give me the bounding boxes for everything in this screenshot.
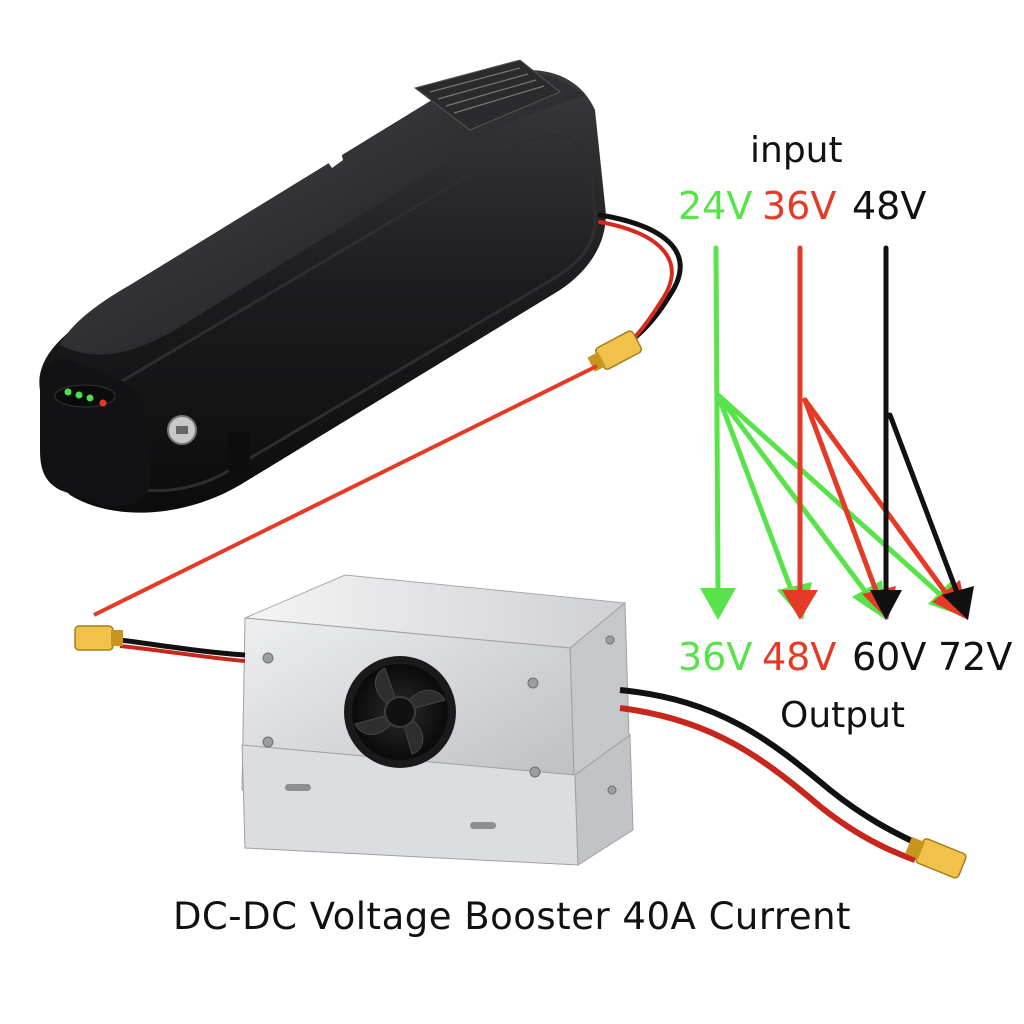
battery-label-lines-icon	[429, 67, 545, 114]
brand-logo-icon	[325, 148, 343, 168]
booster-output-xt-connector[interactable]	[904, 833, 968, 879]
booster-output-cable	[619, 687, 922, 863]
input-voltage-24v: 24V	[678, 184, 753, 228]
output-voltage-36v: 36V	[678, 635, 753, 679]
battery-output-cable	[597, 212, 683, 352]
battery-key-lock-icon	[167, 415, 197, 445]
output-voltage-48v: 48V	[762, 635, 837, 679]
input-voltage-36v: 36V	[762, 184, 837, 228]
output-voltage-72v: 72V	[938, 635, 1013, 679]
arrows-from-36v	[782, 245, 968, 620]
battery-mount-clip	[228, 432, 250, 472]
cooling-fan-icon	[344, 656, 456, 768]
booster-input-xt-connector[interactable]	[74, 625, 123, 651]
battery-pack	[39, 59, 606, 513]
output-heading: Output	[780, 695, 906, 736]
dc-dc-booster-unit	[241, 574, 634, 866]
battery-led-indicator-icon	[54, 384, 116, 408]
battery-xt-connector[interactable]	[586, 330, 643, 376]
connection-line	[93, 364, 598, 617]
output-voltage-60v: 60V	[852, 635, 927, 679]
voltage-arrows	[700, 245, 974, 620]
input-heading: input	[750, 130, 843, 171]
booster-input-cable	[119, 637, 246, 663]
arrows-from-48v	[870, 245, 974, 620]
product-caption: DC-DC Voltage Booster 40A Current	[172, 895, 852, 938]
input-voltage-48v: 48V	[852, 184, 927, 228]
